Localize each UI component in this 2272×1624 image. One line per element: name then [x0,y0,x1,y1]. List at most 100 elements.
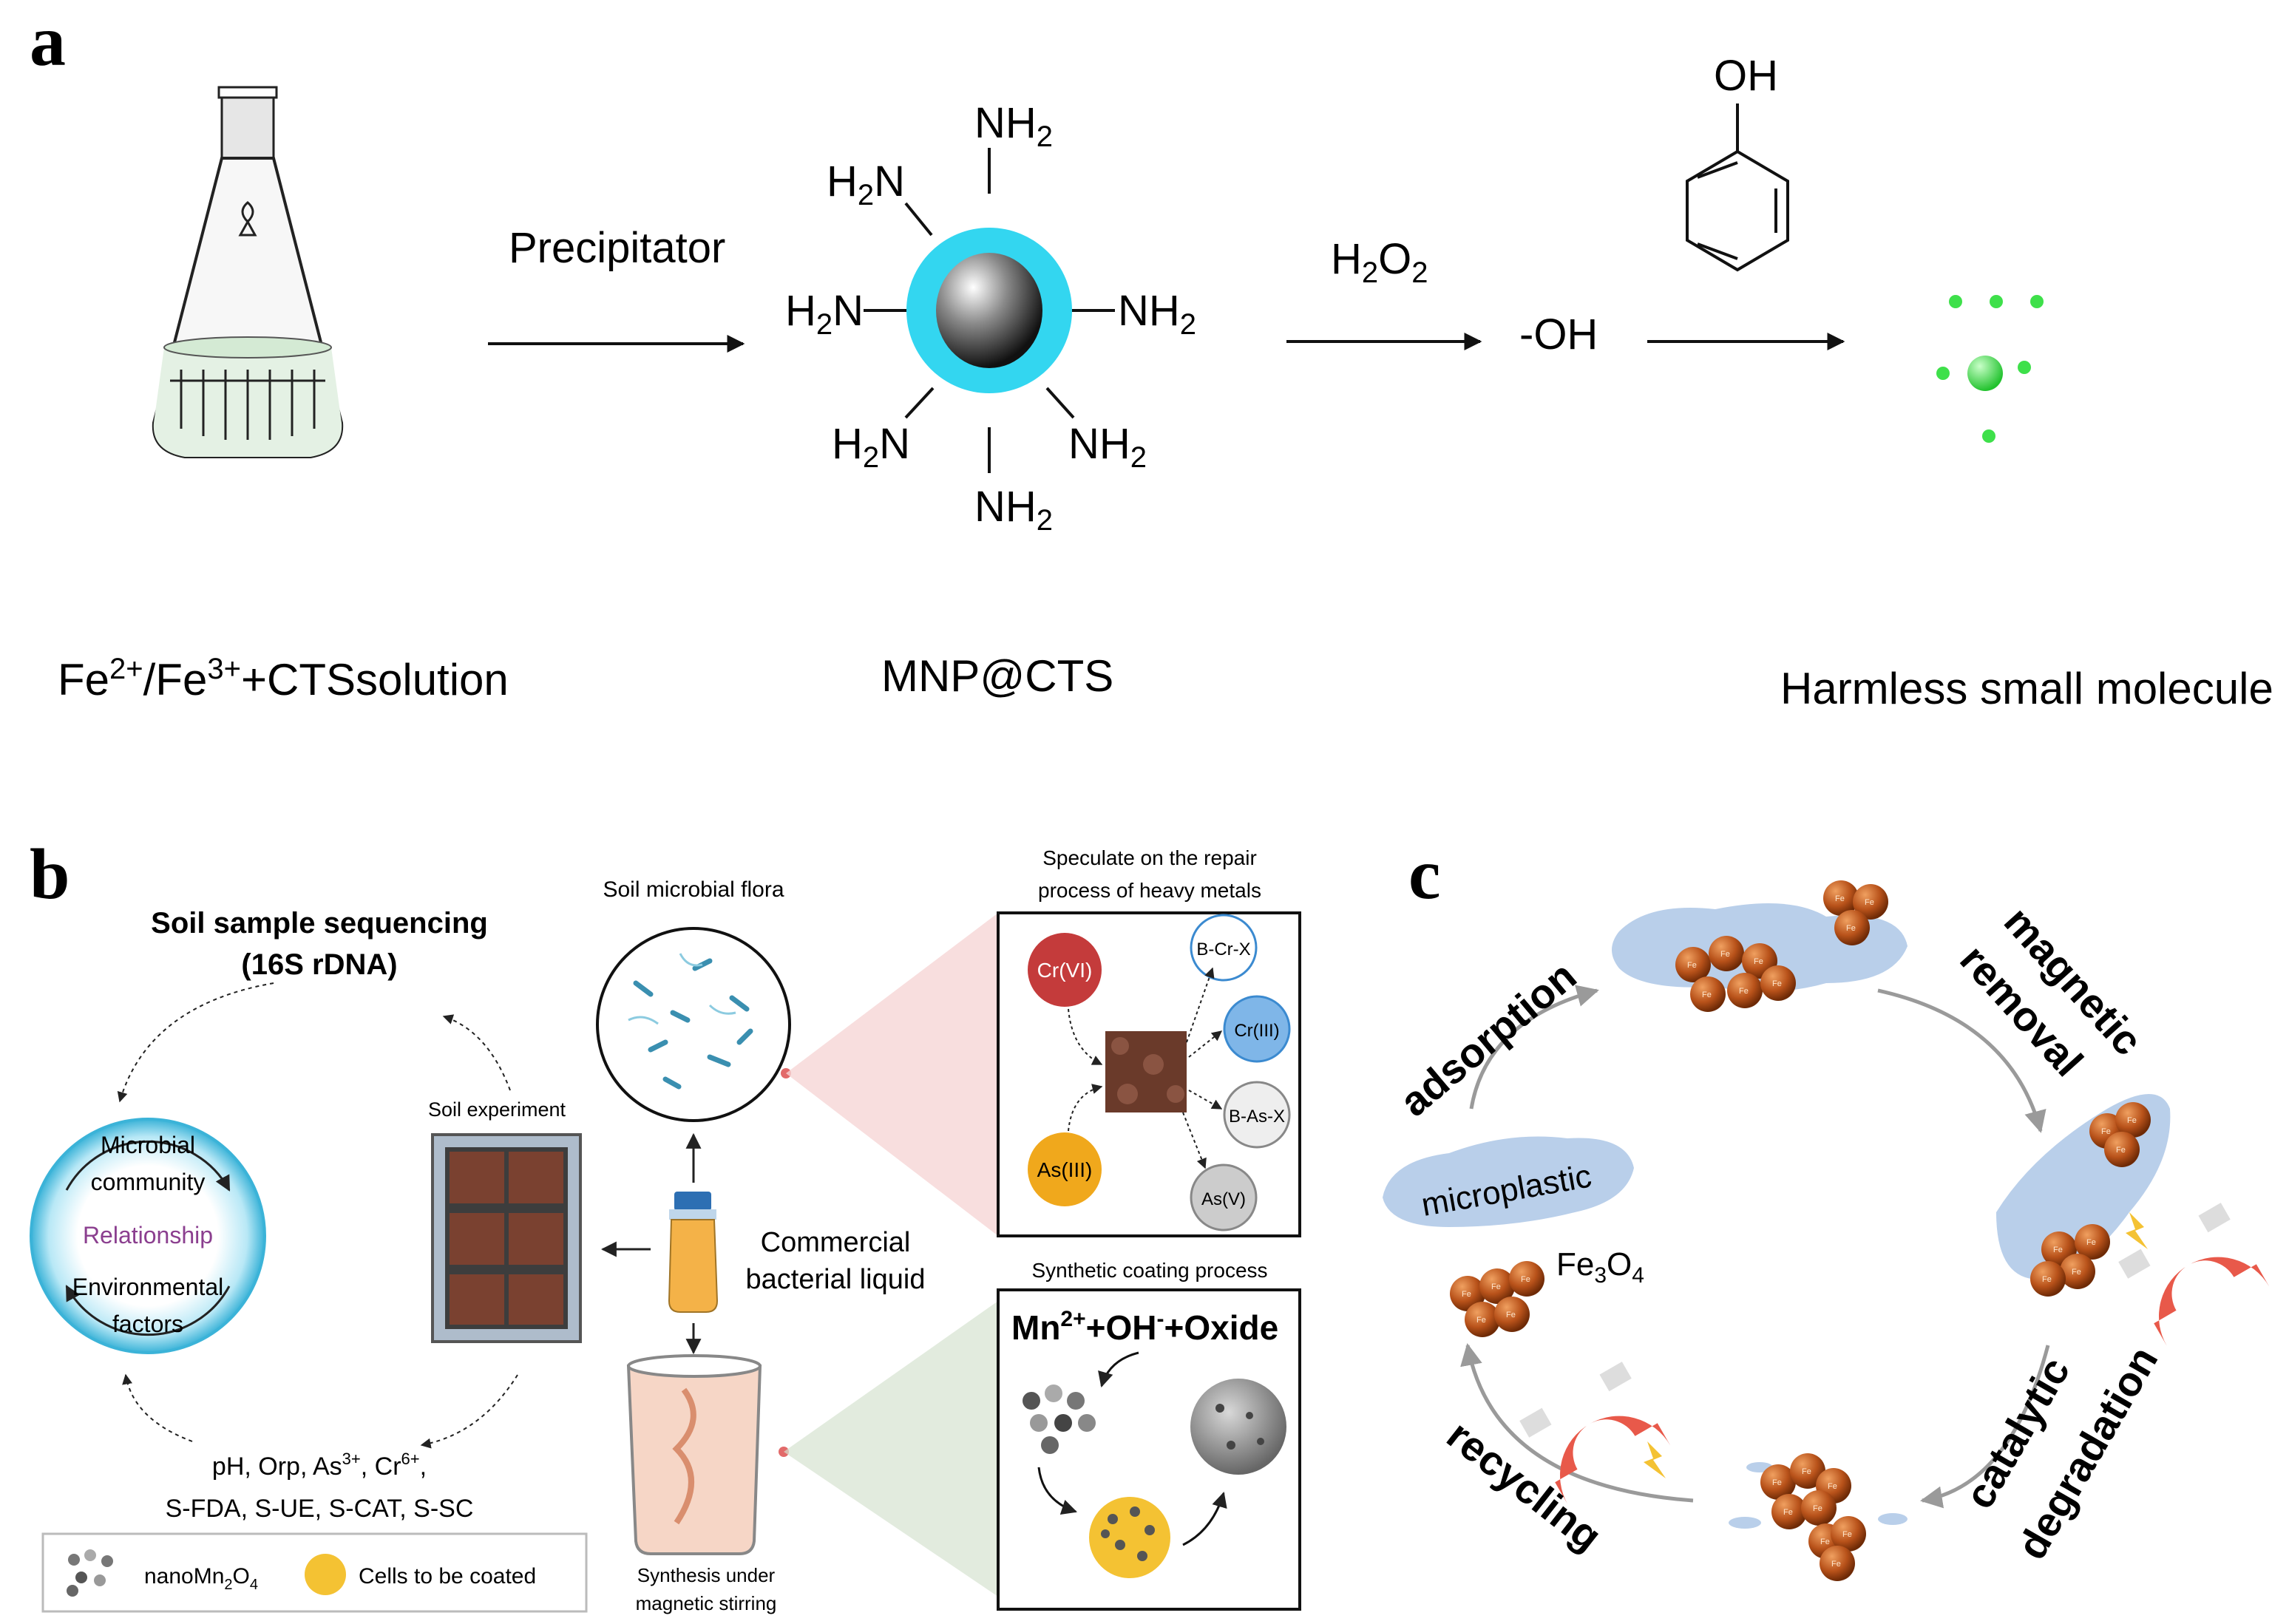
oxide-sphere-icon [1190,1379,1286,1475]
fe3o4-particle [1834,910,1870,945]
magnet-left-icon [1519,1362,1671,1505]
speculate-arrows [1068,967,1223,1169]
fe3o4-particle [1494,1297,1530,1332]
legend-cells-label: Cells to be coated [359,1564,536,1589]
soil-flora-label: Soil microbial flora [603,877,784,902]
cycle-arrow-removal [1877,988,2047,1133]
soil-experiment-label: Soil experiment [428,1098,566,1121]
fe3o4-particle [1820,1546,1855,1581]
basx-label: B-As-X [1229,1107,1285,1127]
fe3o4-particle [2075,1224,2110,1260]
phenol-icon [1686,103,1789,272]
fe3o4-particle-label: Fe [1865,898,1874,907]
fe3o4-particle [1760,965,1796,1001]
legend-nanomn-label: nanoMn2O4 [144,1564,258,1593]
fe3o4-particle [1853,884,1888,920]
fe3o4-particle-label: Fe [2053,1246,2063,1254]
fe3o4-particle-label: Fe [2072,1268,2081,1277]
fe3o4-particle-label: Fe [1820,1538,1830,1546]
fe3o4-particle [1727,973,1763,1008]
cycle-arrow-adsorption [1469,985,1599,1110]
fe3o4-particle [2060,1254,2095,1289]
soil-sequencing-title: Soil sample sequencing [151,907,488,940]
fe3o4-particle-label: Fe [1842,1530,1852,1539]
fe3o4-particle [1675,947,1711,982]
amine-left: H2N [785,287,864,341]
soil-sequencing-subtitle: (16S rDNA) [241,948,397,981]
bcrx-label: B-Cr-X [1196,940,1250,959]
amine-lower-left: H2N [832,420,910,474]
fe3o4-particle-label: Fe [2101,1127,2111,1136]
fe3o4-particle [1771,1494,1807,1529]
relationship-circle [30,1118,266,1354]
fe3o4-particle-label: Fe [1462,1290,1471,1299]
soil-tray-icon [431,1133,582,1343]
fe3o4-particle-label: Fe [1835,894,1845,903]
amine-right: NH2 [1118,287,1196,341]
microbe-flora-icon [596,927,791,1122]
as5-circle [1190,1163,1258,1231]
flask-icon [152,86,344,458]
phenol-oh-label: OH [1714,52,1778,100]
commercial-liquid-l1: Commercial [761,1227,911,1258]
fe3o4-particle-label: Fe [1739,987,1749,996]
panel-b-legend [41,1532,588,1613]
bcrx-circle [1190,914,1258,982]
cr3-label: Cr(III) [1234,1021,1279,1041]
flow-arrow-experiment-to-params [420,1374,518,1449]
microbial-community-l1: Microbial [101,1132,195,1158]
adsorption-label: adsorption [1391,952,1584,1125]
environmental-factors-l1: Environmental [72,1274,224,1300]
recycling-label: recycling [1439,1411,1611,1560]
panel-b-letter: b [30,835,70,914]
nano-particles-icon [1023,1385,1096,1454]
cr6-circle [1028,933,1102,1007]
fe3o4-particle [1450,1276,1485,1311]
flow-arrow-params-to-circle [122,1373,193,1442]
panel-c-letter: c [1408,835,1441,914]
fe3o4-particle-label: Fe [1521,1275,1530,1284]
panel-b: b Soil sample sequencing (16S rDNA) Micr… [30,835,1301,1614]
magnet-right-icon [2118,1203,2270,1346]
fe3o4-particle-label: Fe [1831,1560,1841,1569]
speculate-title-l2: process of heavy metals [1038,879,1261,902]
microbial-community-l2: community [91,1169,206,1195]
precipitator-label: Precipitator [509,224,725,272]
fe3o4-particle [1690,976,1726,1012]
flora-zoom-cone [786,913,998,1236]
synthetic-coating-title: Synthetic coating process [1031,1259,1267,1282]
as3-circle [1028,1132,1102,1206]
magnetic-core [936,253,1042,368]
fe3o4-particle-label: Fe [1506,1311,1516,1319]
fe3o4-particle [1509,1261,1544,1297]
microplastic-cloud-left [1383,1136,1634,1227]
beaker-icon [626,1354,789,1555]
amine-bottom: NH2 [974,483,1053,537]
fe3o4-particle-label: Fe [1720,950,1730,959]
fe3o4-particle-label: Fe [1802,1467,1811,1476]
panel-a-letter: a [30,1,66,81]
cr6-label: Cr(VI) [1037,959,1093,982]
cycle-arrow-degradation [1920,1345,2050,1509]
synthesis-label-l1: Synthesis under [637,1564,776,1586]
fe3o4-particle [2115,1102,2151,1138]
fe3o4-particle [2030,1261,2066,1297]
relationship-label: Relationship [83,1222,213,1248]
amine-upper-left: H2N [827,157,905,211]
speculate-title-l1: Speculate on the repair [1042,846,1257,869]
coating-reaction: Mn2++OH-+Oxide [1011,1307,1278,1347]
as3-label: As(III) [1037,1158,1093,1181]
beaker-zoom-cone [784,1301,998,1597]
commercial-liquid-l2: bacterial liquid [746,1264,926,1295]
coating-arrows [1037,1351,1227,1546]
fe3o4-particle-label: Fe [1687,961,1697,970]
mnp-caption: MNP@CTS [881,651,1113,701]
small-molecules-icon [1936,295,2044,443]
fe3o4-particle [1823,880,1859,916]
fe3o4-particle [1801,1490,1837,1526]
fe3o4-particle-label: Fe [1828,1482,1837,1491]
fe3o4-particle [1831,1516,1866,1552]
coated-cell-icon [1089,1497,1170,1578]
